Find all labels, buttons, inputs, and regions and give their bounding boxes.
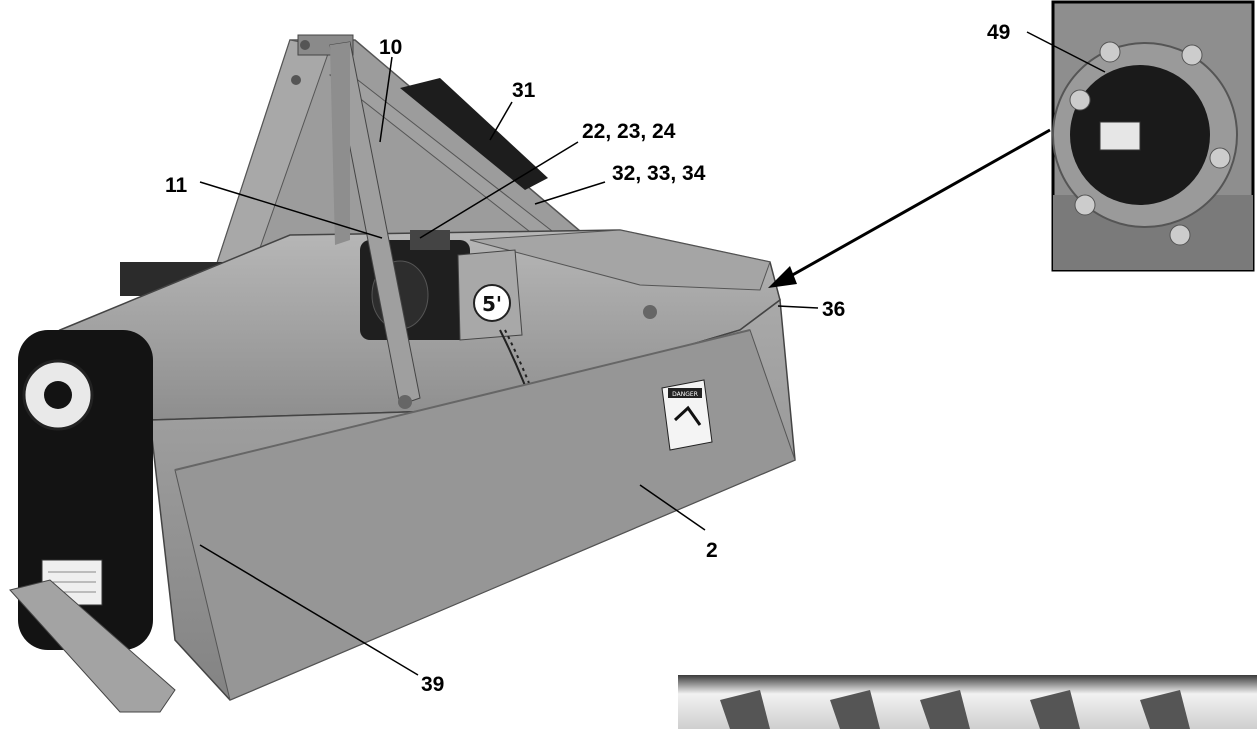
leader-22-23-24 — [419, 141, 579, 239]
callout-49: 49 — [987, 21, 1011, 44]
leader-39 — [199, 544, 419, 676]
leader-32-33-34 — [534, 181, 606, 205]
leader-49 — [1026, 31, 1106, 73]
tine-silhouettes — [720, 690, 1190, 729]
callout-11: 11 — [165, 174, 188, 197]
rear-shield — [149, 298, 796, 701]
leader-31 — [489, 101, 513, 141]
leader-36 — [777, 305, 819, 309]
leader-11 — [199, 181, 383, 239]
callout-32-33-34: 32, 33, 34 — [612, 162, 706, 185]
callout-36: 36 — [822, 298, 846, 321]
bearing-cap-inset — [1051, 0, 1255, 272]
front-braces — [329, 41, 657, 409]
width-badge-text: 5' — [482, 292, 502, 316]
callout-10: 10 — [379, 36, 403, 59]
danger-decal: DANGER — [661, 379, 713, 451]
callout-39: 39 — [421, 673, 445, 696]
side-gear-case — [18, 330, 153, 650]
callout-31: 31 — [512, 79, 536, 102]
danger-text: DANGER — [672, 391, 698, 398]
leader-10 — [379, 56, 393, 143]
skid-shoe — [9, 579, 176, 713]
callout-22-23-24: 22, 23, 24 — [582, 120, 676, 143]
leader-2 — [639, 484, 706, 531]
width-plate: 5' — [457, 249, 523, 341]
callout-2: 2 — [706, 539, 718, 562]
inset-arrow — [768, 128, 1051, 288]
leader-lines — [199, 31, 1106, 676]
